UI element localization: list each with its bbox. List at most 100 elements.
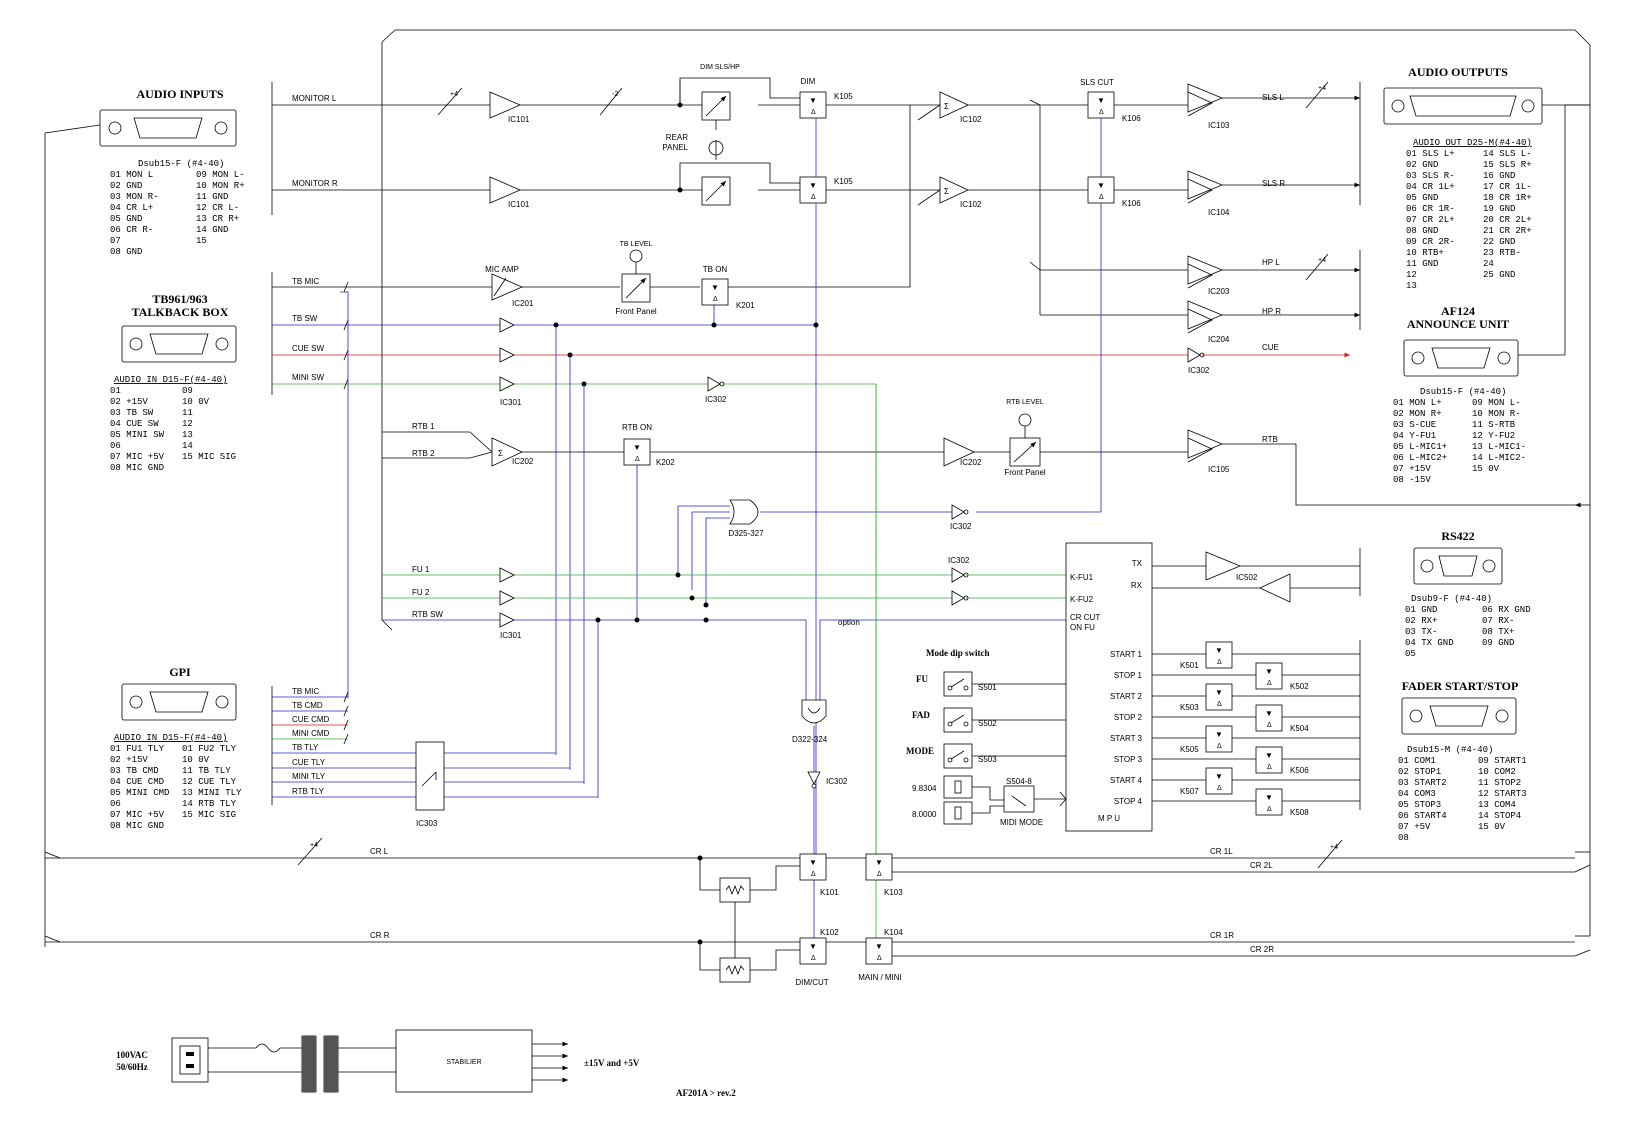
pin-label: 08 GND: [1406, 226, 1438, 236]
pin-label: 08 -15V: [1393, 475, 1431, 485]
pin-label: 03 TB CMD: [110, 766, 159, 776]
sum-ic102-b: [939, 176, 969, 204]
audio-outputs-type: AUDIO OUT D25-M(#4-40): [1413, 138, 1532, 148]
ref-k505: K505: [1180, 745, 1199, 754]
ref-s504: S504-8: [1006, 777, 1032, 786]
pin-label: 12 Y-FU2: [1472, 431, 1515, 441]
pin-label: 18 CR 1R+: [1483, 193, 1532, 203]
junctions-fu: [595, 572, 709, 623]
relay-k103: ▼Δ: [865, 853, 893, 881]
pin-label: 11: [182, 408, 193, 418]
svg-text:▼: ▼: [809, 96, 817, 105]
ref-k506: K506: [1290, 766, 1309, 775]
frame-lines: [44, 29, 1591, 947]
gpi-title: GPI: [169, 665, 191, 679]
ref-ic201: IC201: [512, 299, 534, 308]
ref-ic502: IC502: [1236, 573, 1258, 582]
mpu-kfu1: K-FU1: [1070, 573, 1094, 582]
mpu-kfu2: K-FU2: [1070, 595, 1094, 604]
ref-k504: K504: [1290, 724, 1309, 733]
pin-label: 05 GND: [1406, 193, 1438, 203]
ref-ic203: IC203: [1208, 287, 1230, 296]
label-mode-dip: Mode dip switch: [926, 648, 990, 658]
amp-ic105: [1187, 429, 1224, 463]
relay-k506: ▼Δ: [1255, 746, 1283, 774]
pin-label: 15 MIC SIG: [182, 452, 236, 462]
svg-text:▼: ▼: [809, 181, 817, 190]
pin-label: 06: [110, 799, 121, 809]
gain-marks: +4 -2 +4 +4 +4 +4: [297, 81, 1343, 869]
af124-title-2: ANNOUNCE UNIT: [1407, 317, 1509, 331]
label-rtb-sw: RTB SW: [412, 610, 443, 619]
svg-text:Δ: Δ: [1099, 109, 1104, 116]
dip-switch: [943, 707, 1066, 733]
pin-label: 09: [182, 386, 193, 396]
label-hp-r: HP R: [1262, 307, 1281, 316]
rs422-wiring: [1152, 548, 1361, 603]
relay-k202: ▼Δ: [623, 438, 651, 466]
gain-mark-3: +4: [1318, 85, 1326, 92]
pin-label: 13 MINI TLY: [182, 788, 242, 798]
transformer-core-1: [302, 1036, 316, 1092]
dsub-gpi: [121, 683, 237, 721]
pin-label: 02 RX+: [1405, 616, 1437, 626]
relay-k106-b: ▼Δ: [1087, 176, 1115, 204]
svg-text:Δ: Δ: [713, 296, 718, 303]
pin-label: 15 MIC SIG: [182, 810, 236, 820]
ref-ic301-a: IC301: [500, 398, 522, 407]
pin-label: 04 Y-FU1: [1393, 431, 1436, 441]
pin-label: 01 MON L: [110, 170, 153, 180]
junctions-switch: [553, 322, 819, 387]
label-cue-sw: CUE SW: [292, 344, 324, 353]
svg-text:Δ: Δ: [1217, 659, 1222, 666]
pin-label: 02 MON R+: [1393, 409, 1442, 419]
pin-label: 16 GND: [1483, 171, 1515, 181]
amp-ic204: [1187, 300, 1224, 334]
sum-ic202: Σ: [491, 437, 523, 467]
ref-k508: K508: [1290, 808, 1309, 817]
monitor-path: [271, 77, 1361, 330]
dsub-rs422: [1413, 547, 1503, 585]
label-cr-2r: CR 2R: [1250, 945, 1274, 954]
gate-d322: [801, 699, 827, 855]
optocoupler-ic303: [415, 741, 445, 811]
mpu-output-label: START 4: [1110, 776, 1143, 785]
pin-label: 13 CR R+: [196, 214, 239, 224]
dim-pot-r: [701, 176, 731, 206]
amp-ic202-b: [943, 437, 975, 467]
pin-label: 09 GND: [1482, 638, 1514, 648]
pin-label: 03 TB SW: [110, 408, 154, 418]
svg-text:Δ: Δ: [1217, 785, 1222, 792]
pin-label: 04 CUE CMD: [110, 777, 164, 787]
svg-text:Δ: Δ: [1217, 701, 1222, 708]
ref-ic101-b: IC101: [508, 200, 530, 209]
power-supply: [171, 1029, 568, 1093]
pin-label: 01 MON L+: [1393, 398, 1442, 408]
pin-label: 11 GND: [1406, 259, 1438, 269]
pin-label: 12 CR L-: [196, 203, 239, 213]
pin-label: 08 MIC GND: [110, 821, 164, 831]
cr-wiring: [44, 851, 1591, 971]
tb-level-pot: [621, 249, 651, 303]
dip-switch: [943, 743, 1066, 769]
label-mic-amp: MIC AMP: [485, 265, 519, 274]
pin-label: 15 SLS R+: [1483, 160, 1532, 170]
ref-k202: K202: [656, 458, 675, 467]
pin-label: 13 L-MIC1-: [1472, 442, 1526, 452]
label-stabilier: STABILIER: [446, 1059, 481, 1066]
label-dim-sls-hp: DIM SLS/HP: [700, 64, 740, 71]
ref-ic202-b: IC202: [960, 458, 982, 467]
label-crystal-2: 8.0000: [912, 810, 937, 819]
pin-label: 12 START3: [1478, 789, 1527, 799]
pin-label: 10 COM2: [1478, 767, 1516, 777]
pin-label: 07 RX-: [1482, 616, 1514, 626]
label-tb-level: TB LEVEL: [620, 241, 653, 248]
label-main-mini: MAIN / MINI: [858, 973, 902, 982]
pin-label: 19 GND: [1483, 204, 1515, 214]
pin-label: 06 CR R-: [110, 225, 153, 235]
amp-ic203: [1187, 255, 1224, 289]
relay-k102: ▼Δ: [799, 937, 827, 965]
label-fad-switch: FAD: [912, 710, 930, 720]
